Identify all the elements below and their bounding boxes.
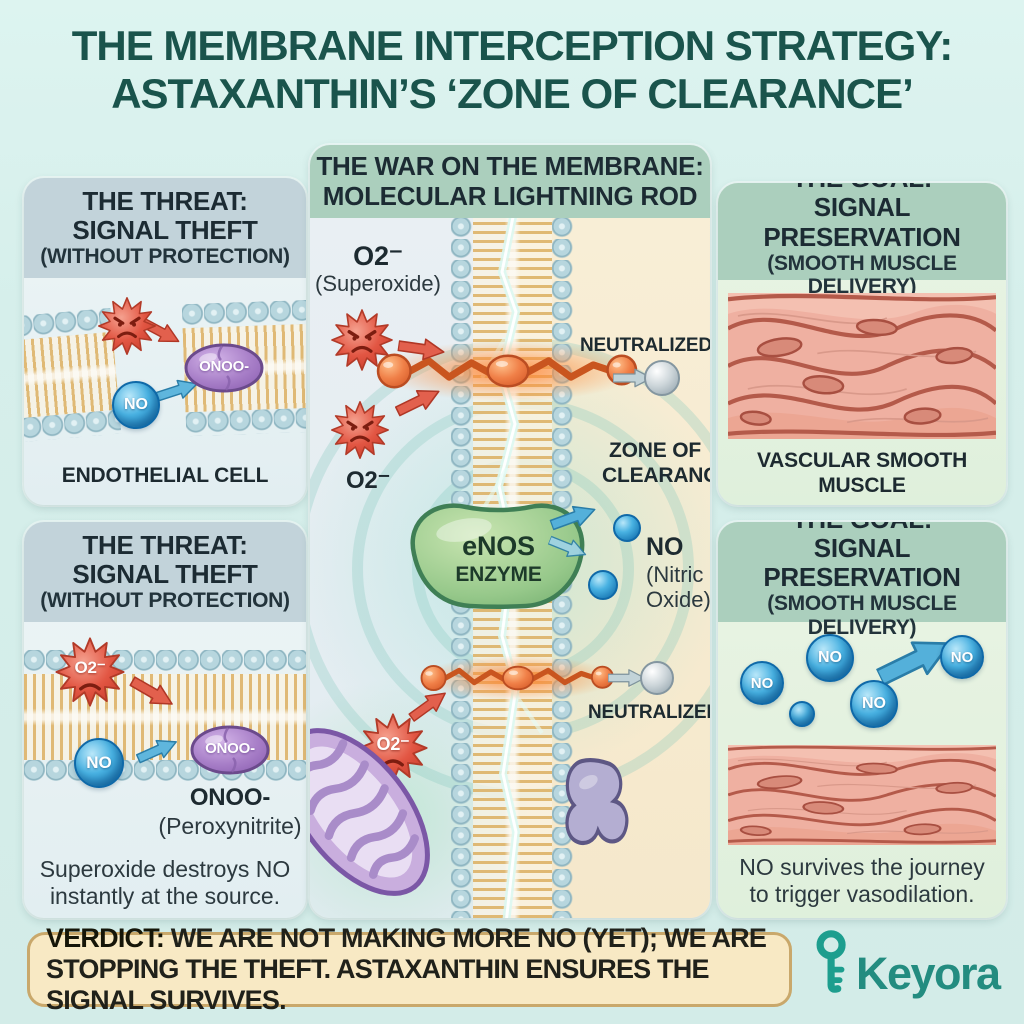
caption-line1: Superoxide destroys NO [39,856,291,882]
no-molecule-icon: NO [74,738,124,788]
verdict-label: VERDICT: [46,923,165,954]
peroxynitrite-sub-label: (Peroxynitrite) [158,813,302,839]
mitochondria-icon [310,728,430,896]
superoxide-label: O2⁻ [353,241,403,271]
zone-line2: CLEARANCE [602,463,710,487]
muscle-fibers-icon [728,745,996,845]
goal-bottom-caption: NO survives the journey to trigger vasod… [718,854,1006,908]
war-header-line1: THE WAR ON THE MEMBRANE: [316,151,704,182]
goal-header-line2: SIGNAL PRESERVATION [763,192,961,252]
radical-o2-label: O2⁻ [74,658,106,677]
verdict-box: VERDICT: WE ARE NOT MAKING MORE NO (YET)… [27,923,792,1015]
no-label: NO [646,533,684,561]
page-title: THE MEMBRANE INTERCEPTION STRATEGY: ASTA… [0,22,1024,118]
war-header-line2: MOLECULAR LIGHTNING ROD [322,180,698,211]
oxide-label: Oxide) [646,586,710,612]
brand-name: Keyora [856,948,1001,1000]
superoxide-radical-icon [330,400,390,460]
onoo-molecule-label: ONOO- [205,740,255,757]
enzyme-label: ENZYME [455,563,542,586]
caption-line2: instantly at the source. [49,883,281,910]
superoxide-radical-icon [97,296,157,356]
threat-header-line2: SIGNAL THEFT [72,215,258,246]
no-molecule-label: NO [818,649,842,666]
footer-line2: MUSCLE [818,473,906,497]
enos-label: eNOS [462,531,535,561]
key-icon [816,930,846,993]
smooth-muscle-tissue-icon [728,293,996,439]
goal-top-panel: THE GOAL: SIGNAL PRESERVATION (SMOOTH MU… [718,183,1006,505]
caption-line2: to trigger vasodilation. [749,881,975,908]
no-molecule-icon: NO [740,661,784,705]
no-molecule-icon: NO [850,680,898,728]
no-molecule-label: NO [86,753,112,772]
nitric-oxide-label: NO (Nitric Oxide) [646,533,710,612]
astaxanthin-molecule-icon [421,655,615,700]
threat-bottom-header: THE THREAT: SIGNAL THEFT (WITHOUT PROTEC… [24,522,306,622]
footer-line1: VASCULAR SMOOTH [756,449,968,472]
radical-o2-label: O2⁻ [376,734,410,754]
war-panel: THE WAR ON THE MEMBRANE: MOLECULAR LIGHT… [310,145,710,918]
onoo-molecule-label: ONOO- [199,358,249,375]
threat-header-line3: (WITHOUT PROTECTION) [40,589,290,613]
no-molecule-icon: NO [806,634,854,682]
neutralized-sphere-icon [644,360,680,396]
onoo-caption-label: ONOO- [189,784,271,811]
goal-header-line2: SIGNAL PRESERVATION [763,532,961,593]
red-arrow-icon [126,671,179,714]
no-molecule-label: NO [750,674,774,692]
caption-line1: NO survives the journey [739,854,985,880]
page-title-line2: ASTAXANTHIN’S ‘ZONE OF CLEARANCE’ [111,69,914,117]
no-molecule-icon: NO [940,635,984,679]
nitric-label: (Nitric [646,561,704,587]
goal-header-line1: THE GOAL: [792,522,933,534]
threat-header-line1: THE THREAT: [82,530,248,561]
blue-arrow-icon [133,732,181,768]
no-molecule-label: NO [124,396,148,413]
threat-top-panel: THE THREAT: SIGNAL THEFT (WITHOUT PROTEC… [24,178,306,505]
zone-line1: ZONE OF [609,439,701,462]
threat-header-line2: SIGNAL THEFT [72,559,258,590]
gray-arrow-icon [608,669,646,687]
goal-header-line1: THE GOAL: [792,183,933,193]
muscle-fibers-icon [728,293,996,439]
goal-top-header: THE GOAL: SIGNAL PRESERVATION (SMOOTH MU… [718,183,1006,298]
verdict-body: WE ARE NOT MAKING MORE NO (YET); WE ARE … [46,923,767,1015]
no-molecule-small-icon [789,701,815,727]
smooth-muscle-tissue-icon [728,745,996,845]
threat-bottom-caption: Superoxide destroys NO instantly at the … [24,856,306,910]
page-title-line1: THE MEMBRANE INTERCEPTION STRATEGY: [71,22,953,69]
threat-bottom-panel: THE THREAT: SIGNAL THEFT (WITHOUT PROTEC… [24,522,306,918]
war-header: THE WAR ON THE MEMBRANE: MOLECULAR LIGHT… [310,145,710,218]
no-sphere-icon [613,514,641,542]
no-sphere-icon [588,570,618,600]
goal-header-line3: (SMOOTH MUSCLE DELIVERY) [767,251,957,299]
neutralized-label: NEUTRALIZED [580,335,710,356]
goal-bottom-panel: THE GOAL: SIGNAL PRESERVATION (SMOOTH MU… [718,522,1006,918]
verdict-text: VERDICT: WE ARE NOT MAKING MORE NO (YET)… [46,923,773,1015]
zone-of-clearance-label: ZONE OF CLEARANCE [602,439,710,489]
neutralized-sphere-icon [640,661,674,695]
brand-logo: Keyora [812,928,1001,1000]
threat-header-line3: (WITHOUT PROTECTION) [40,245,290,269]
threat-top-header: THE THREAT: SIGNAL THEFT (WITHOUT PROTEC… [24,178,306,278]
o2-label: O2⁻ [345,467,391,494]
no-molecule-label: NO [950,648,974,666]
endothelial-cell-label: ENDOTHELIAL CELL [61,464,269,487]
goal-header-line3: (SMOOTH MUSCLE DELIVERY) [767,592,957,639]
neutralized-label: NEUTRALIZED [588,702,710,723]
nadph-oxidase-icon [565,757,629,846]
no-molecule-icon: NO [112,381,160,429]
vascular-smooth-muscle-label: VASCULAR SMOOTH MUSCLE [718,449,1006,499]
war-illustration [310,218,680,918]
threat-header-line1: THE THREAT: [82,186,248,217]
no-molecule-label: NO [862,695,886,712]
superoxide-sub-label: (Superoxide) [315,271,441,296]
goal-bottom-header: THE GOAL: SIGNAL PRESERVATION (SMOOTH MU… [718,522,1006,639]
